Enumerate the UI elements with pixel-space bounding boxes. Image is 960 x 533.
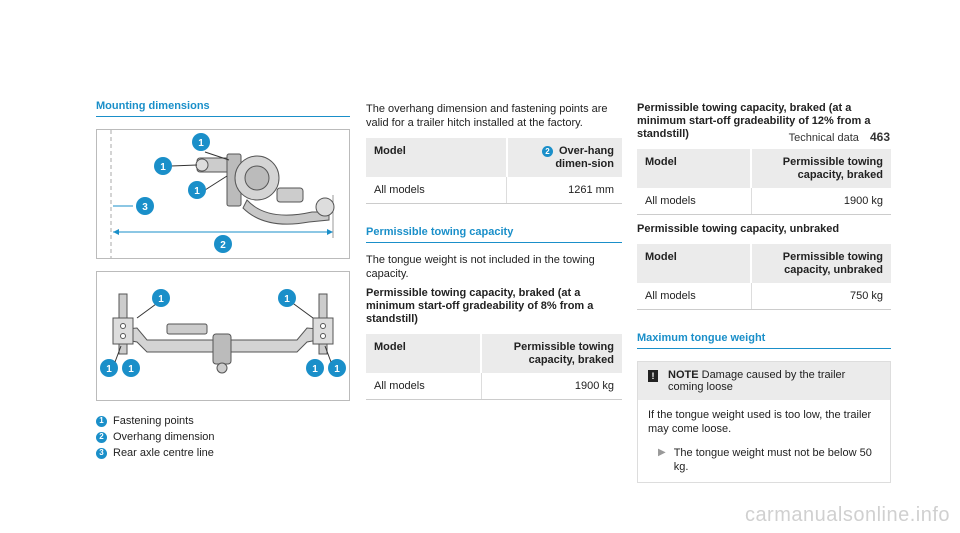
table-cell-model: All models [366, 373, 482, 400]
side-view-illustration: 1 1 1 3 2 [110, 130, 335, 258]
max-tongue-weight-title: Maximum tongue weight [637, 332, 891, 349]
table-header-model: Model [366, 138, 508, 177]
note-step: ▶ The tongue weight must not be below 50… [648, 446, 880, 474]
table-cell-model: All models [637, 283, 752, 310]
table-header-value: Permissible towing capacity, braked [481, 334, 622, 373]
page-header: Technical data 463 [789, 130, 890, 144]
table-header-model: Model [637, 149, 753, 188]
fig1-badge-c: 1 [194, 186, 200, 197]
note-label: NOTE [668, 369, 699, 381]
overhang-badge: 2 [541, 146, 553, 157]
note-heading: NOTE Damage caused by the trailer coming… [668, 369, 880, 393]
fig2-badge-f: 1 [334, 364, 340, 375]
unbraked-table: Model Permissible towing capacity, unbra… [637, 244, 891, 310]
step-arrow-icon: ▶ [658, 447, 666, 458]
note-step-text: The tongue weight must not be below 50 k… [673, 447, 872, 473]
note-body: If the tongue weight used is too low, th… [638, 400, 890, 482]
rear-view-figure: 1 1 1 1 1 1 [96, 271, 350, 401]
note-box: ! NOTE Damage caused by the trailer comi… [637, 361, 891, 483]
table-cell-value: 1900 kg [751, 188, 891, 215]
towing-capacity-title: Permissible towing capacity [366, 226, 622, 243]
warning-icon: ! [648, 370, 658, 382]
side-view-figure: 1 1 1 3 2 [96, 129, 350, 259]
column-towing-capacity: The overhang dimension and fastening poi… [366, 102, 622, 400]
table-cell-model: All models [366, 177, 508, 204]
fig2-badge-d: 1 [128, 364, 134, 375]
table-header-value: Permissible towing capacity, unbraked [751, 244, 891, 283]
table-cell-value: 750 kg [751, 283, 891, 310]
table-cell-value: 1900 kg [481, 373, 622, 400]
legend-item: 3 Rear axle centre line [96, 445, 350, 461]
column-mounting-dimensions: Mounting dimensions [96, 100, 350, 461]
table-header-model: Model [637, 244, 753, 283]
table-cell-model: All models [637, 188, 752, 215]
legend-item: 1 Fastening points [96, 413, 350, 429]
fig1-badge-a: 1 [198, 138, 204, 149]
fig2-badge-b: 1 [284, 294, 290, 305]
fig1-badge-d: 3 [142, 202, 148, 213]
legend-item: 2 Overhang dimension [96, 429, 350, 445]
overhang-header-text: Over-hang dimen-sion [555, 145, 614, 170]
page-number: 463 [869, 130, 890, 144]
fig1-badge-b: 1 [160, 162, 166, 173]
braked-12pct-heading: Permissible towing capacity, braked (at … [637, 102, 871, 140]
figure-legend: 1 Fastening points 2 Overhang dimension … [96, 413, 350, 461]
tongue-weight-note: The tongue weight is not included in the… [366, 254, 595, 280]
rear-view-illustration: 1 1 1 1 1 1 [100, 289, 346, 377]
mounting-dimensions-title: Mounting dimensions [96, 100, 350, 117]
legend-badge: 1 [96, 415, 107, 427]
legend-badge: 3 [96, 447, 107, 459]
legend-text: Rear axle centre line [113, 447, 214, 459]
braked-8pct-heading: Permissible towing capacity, braked (at … [366, 287, 594, 325]
fig2-badge-e: 1 [312, 364, 318, 375]
section-name: Technical data [788, 132, 859, 144]
fig1-badge-e: 2 [220, 240, 226, 251]
braked-12pct-table: Model Permissible towing capacity, brake… [637, 149, 891, 215]
table-header-value: Permissible towing capacity, braked [751, 149, 891, 188]
table-header-model: Model [366, 334, 483, 373]
legend-badge: 2 [96, 431, 107, 443]
watermark: carmanualsonline.info [744, 504, 950, 526]
legend-text: Fastening points [113, 415, 194, 427]
overhang-intro: The overhang dimension and fastening poi… [366, 103, 608, 129]
unbraked-heading: Permissible towing capacity, unbraked [637, 223, 840, 235]
braked-8pct-table: Model Permissible towing capacity, brake… [366, 334, 622, 400]
fig2-badge-c: 1 [106, 364, 112, 375]
table-cell-value: 1261 mm [506, 177, 622, 204]
fig2-badge-a: 1 [158, 294, 164, 305]
note-header: ! NOTE Damage caused by the trailer comi… [638, 362, 890, 400]
legend-text: Overhang dimension [113, 431, 215, 443]
note-body-text: If the tongue weight used is too low, th… [648, 409, 872, 435]
note-heading-text: Damage caused by the trailer coming loos… [668, 369, 846, 393]
column-tongue-weight: Permissible towing capacity, braked (at … [637, 102, 891, 483]
